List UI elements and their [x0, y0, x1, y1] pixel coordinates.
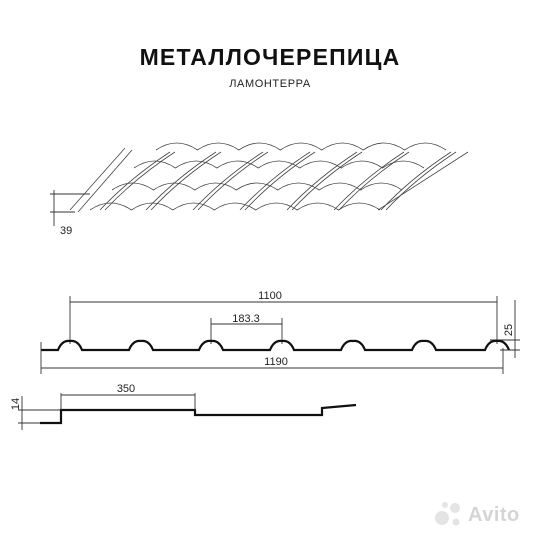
perspective-row-curve — [111, 182, 403, 191]
sheet-left-edge-inner — [77, 149, 133, 213]
cross-section-view: 1100 183.3 25 1190 — [40, 290, 520, 374]
wave-profile-line — [41, 339, 511, 352]
perspective-wave-ridge — [197, 151, 269, 211]
perspective-wave-ridge — [338, 151, 410, 211]
wave-height-label: 25 — [503, 324, 515, 336]
perspective-wave-ridge — [104, 151, 176, 211]
perspective-wave-ridge — [333, 151, 405, 211]
perspective-row-curve — [89, 202, 381, 211]
avito-logo-icon — [435, 502, 460, 526]
perspective-wave-ridge — [145, 151, 217, 211]
perspective-row-curve — [155, 142, 447, 151]
perspective-sheet-view: 39 — [50, 142, 469, 237]
step-height-label: 14 — [10, 398, 22, 410]
wave-pitch-label: 183.3 — [232, 313, 260, 325]
step-profile-line — [40, 403, 357, 425]
watermark-text: Avito — [468, 504, 520, 526]
height-dim-label: 39 — [60, 225, 72, 237]
step-profile-view: 350 14 — [10, 383, 357, 430]
perspective-wave-ridge — [291, 151, 363, 211]
useful-width-label: 1100 — [258, 290, 282, 302]
perspective-wave-ridge — [244, 151, 316, 211]
perspective-wave-ridge — [385, 151, 457, 211]
perspective-wave-lines — [99, 151, 457, 211]
sheet-right-edge — [377, 151, 469, 211]
page-title: МЕТАЛЛОЧЕРЕПИЦА — [139, 44, 401, 70]
step-length-label: 350 — [117, 383, 135, 395]
perspective-row-curve — [133, 160, 425, 169]
sheet-left-edge — [69, 147, 126, 211]
page-subtitle: ЛАМОНТЕРРА — [229, 78, 311, 90]
perspective-wave-ridge — [286, 151, 358, 211]
perspective-row-lines — [89, 142, 447, 211]
perspective-wave-ridge — [239, 151, 311, 211]
total-width-label: 1190 — [264, 356, 288, 368]
